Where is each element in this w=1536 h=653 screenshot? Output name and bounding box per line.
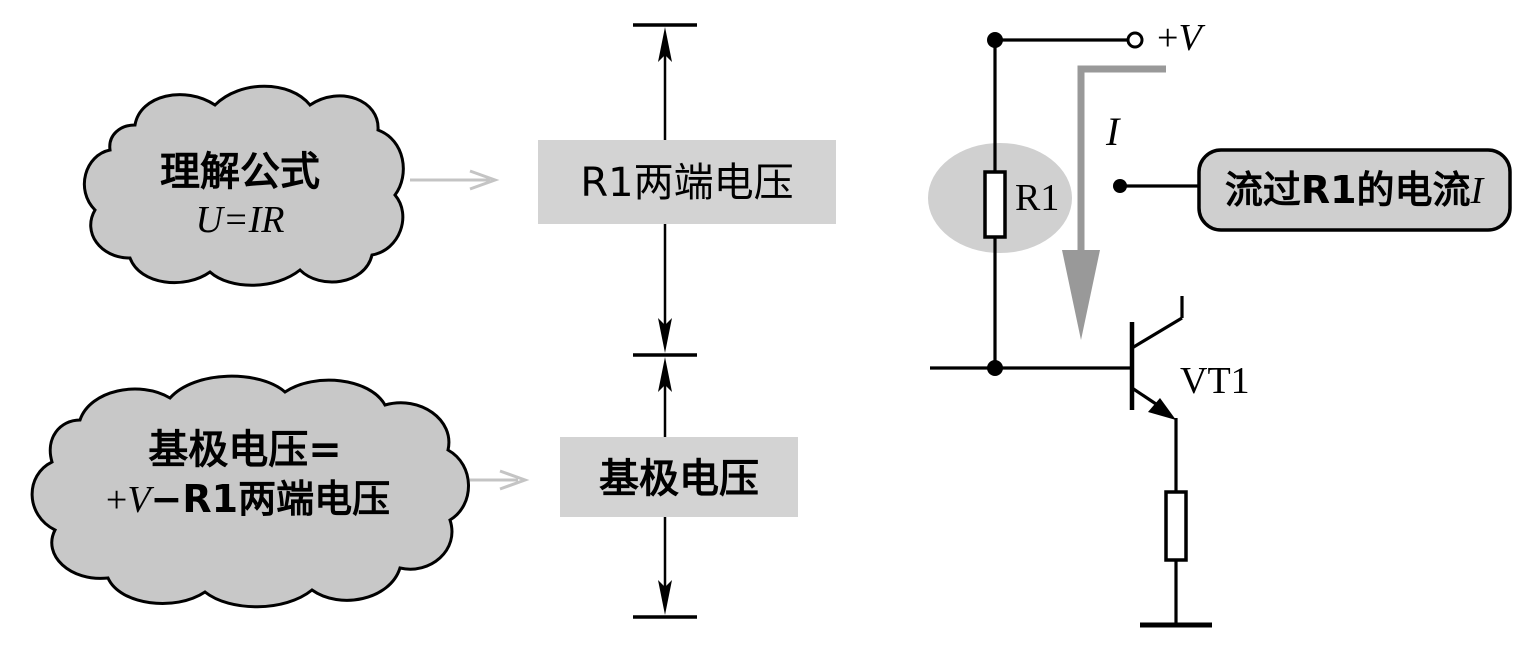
box-r1-voltage-label: R1两端电压: [580, 160, 793, 206]
circuit-wires: [930, 38, 1212, 628]
current-label: I: [1105, 109, 1121, 154]
current-callout-text: 流过R1的电流I: [1225, 168, 1486, 212]
cloud-formula-title: 理解公式: [160, 149, 320, 195]
current-callout-var: I: [1470, 170, 1486, 212]
resistor-r1-label: R1: [1015, 177, 1059, 219]
transistor-label: VT1: [1180, 360, 1250, 402]
current-callout-main: 流过R1的电流: [1225, 168, 1471, 212]
box-r1-voltage-bg: [538, 140, 836, 224]
cloud-base-shape: [30, 374, 470, 609]
dimension-lines: [633, 23, 697, 619]
cloud-base-plus: +: [106, 479, 127, 521]
supply-label: +V: [1157, 17, 1205, 59]
emitter-arrow-icon: [1148, 398, 1176, 420]
cloud-base-rest: −R1两端电压: [151, 477, 391, 521]
transistor-vt1: [1129, 322, 1176, 420]
supply-plus: +: [1157, 17, 1178, 59]
resistor-emitter: [1164, 490, 1188, 562]
current-arrow: [1062, 65, 1166, 340]
connector-arrow-1: [410, 169, 500, 191]
cloud-base-voltage: 基极电压= +V−R1两端电压: [30, 374, 470, 609]
box-base-voltage-bg: [560, 437, 798, 517]
cloud-base-line1: 基极电压=: [148, 427, 342, 473]
cloud-formula-shape: [82, 84, 405, 287]
node-base: [987, 360, 1003, 376]
connector-arrow-2: [470, 469, 530, 491]
box-base-voltage: 基极电压: [560, 437, 798, 517]
node-top: [987, 32, 1003, 48]
cloud-formula-equation: U=IR: [196, 199, 285, 241]
node-callout: [1113, 179, 1127, 193]
supply-terminal: [1126, 31, 1144, 49]
resistor-r1: [983, 170, 1007, 239]
current-callout-bg: [1197, 148, 1512, 232]
current-callout: 流过R1的电流I: [1197, 148, 1512, 232]
supply-var-v: V: [1178, 17, 1205, 59]
cloud-base-line2: +V−R1两端电压: [106, 477, 390, 521]
box-base-voltage-label: 基极电压: [599, 456, 759, 502]
box-r1-voltage: R1两端电压: [538, 140, 836, 224]
cloud-formula: 理解公式 U=IR: [82, 84, 405, 287]
cloud-base-var-v: V: [127, 479, 154, 521]
